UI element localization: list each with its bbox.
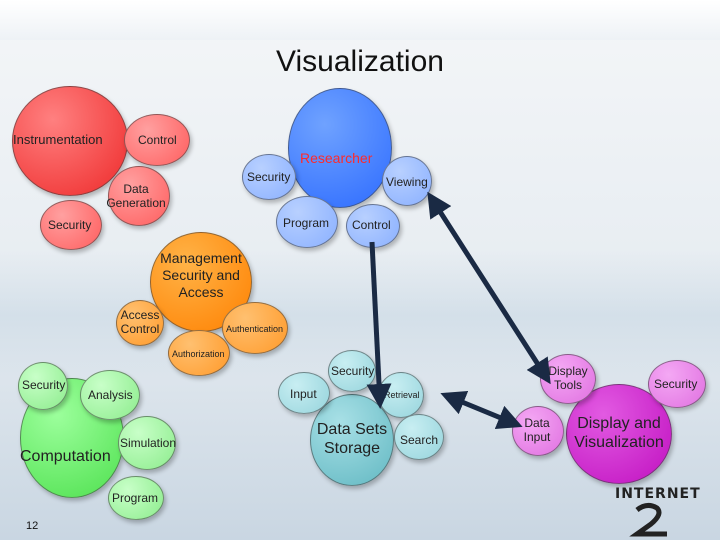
- slide-title: Visualization: [276, 45, 444, 78]
- security-computation-bubble: [18, 362, 68, 410]
- input-label: Input: [290, 387, 317, 401]
- internet2-logo-text: INTERNET: [615, 486, 701, 502]
- authorization-bubble: [168, 330, 230, 376]
- control-researcher-bubble: [346, 204, 400, 248]
- access-control-bubble: [116, 300, 164, 346]
- search-label: Search: [400, 433, 439, 447]
- security-storage-label: Security: [331, 364, 375, 378]
- arrow-researcher-to-storage: [366, 241, 392, 409]
- display-visualization-bubble: [566, 384, 672, 484]
- authentication-bubble: [222, 302, 288, 354]
- data-generation-label: Data Generation: [106, 182, 166, 211]
- header-band: [0, 0, 720, 40]
- viewing-label: Viewing: [386, 175, 428, 189]
- security-researcher-bubble: [242, 154, 296, 200]
- viewing-bubble: [382, 156, 432, 206]
- access-control-label: Access Control: [120, 308, 160, 337]
- retrieval-label: Retrieval: [384, 390, 420, 400]
- control-top-bubble: [124, 114, 190, 166]
- page-number: 12: [26, 520, 39, 532]
- analysis-bubble: [80, 370, 140, 420]
- data-sets-storage-bubble: [310, 394, 394, 486]
- management-label: Management Security and Access: [160, 250, 242, 300]
- internet2-swoosh-icon: [629, 502, 667, 537]
- program-bottom-bubble: [108, 476, 164, 520]
- security-researcher-label: Security: [247, 170, 291, 184]
- computation-label: Computation: [20, 448, 111, 465]
- internet2-logo: INTERNET: [607, 480, 717, 538]
- security-display-bubble: [648, 360, 706, 408]
- program-top-bubble: [276, 196, 338, 248]
- researcher-bubble: [288, 88, 392, 208]
- authorization-label: Authorization: [172, 349, 225, 359]
- search-bubble: [394, 414, 444, 460]
- data-generation-bubble: [108, 166, 170, 226]
- display-tools-label: Display Tools: [548, 364, 588, 393]
- security-left-label: Security: [48, 218, 92, 232]
- program-bottom-label: Program: [112, 491, 159, 505]
- data-input-label: Data Input: [523, 416, 551, 445]
- security-computation-label: Security: [22, 378, 66, 392]
- arrow-storage-to-display: [440, 391, 523, 429]
- security-left-bubble: [40, 200, 102, 250]
- simulation-bubble: [118, 416, 176, 470]
- program-top-label: Program: [283, 216, 330, 230]
- control-researcher-label: Control: [352, 218, 391, 232]
- arrow-viewing-to-display: [427, 191, 551, 385]
- data-sets-storage-label: Data Sets Storage: [316, 421, 388, 458]
- display-visualization-label: Display and Visualization: [574, 415, 664, 452]
- simulation-label: Simulation: [120, 436, 177, 450]
- security-display-label: Security: [654, 377, 698, 391]
- analysis-label: Analysis: [88, 388, 133, 402]
- control-top-label: Control: [138, 133, 177, 147]
- input-bubble: [278, 372, 330, 414]
- instrumentation-label: Instrumentation: [13, 132, 103, 147]
- researcher-label: Researcher: [300, 150, 373, 166]
- authentication-label: Authentication: [226, 324, 284, 334]
- management-bubble: [150, 232, 252, 332]
